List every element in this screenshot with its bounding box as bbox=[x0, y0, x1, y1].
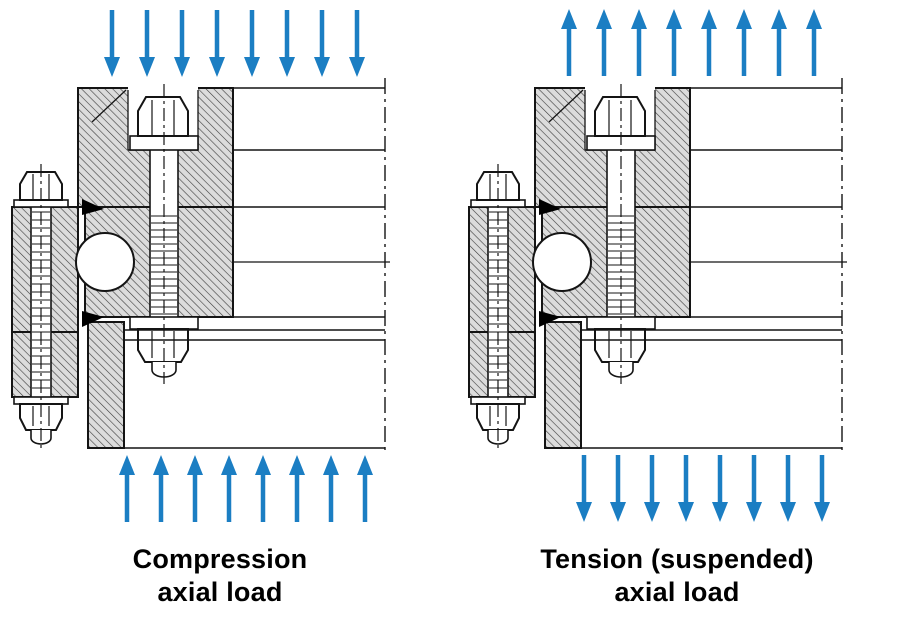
load-arrow bbox=[209, 10, 225, 77]
load-arrow bbox=[814, 455, 830, 522]
load-arrow bbox=[221, 455, 237, 522]
load-arrow bbox=[279, 10, 295, 77]
tension-load-figure: Tension (suspended) axial load bbox=[457, 0, 897, 609]
load-arrow bbox=[314, 10, 330, 77]
caption-line-2: axial load bbox=[614, 576, 740, 607]
load-arrow bbox=[289, 455, 305, 522]
compression-caption: Compression axial load bbox=[133, 543, 308, 609]
load-arrow bbox=[746, 455, 762, 522]
tension-bottom-arrows-down bbox=[576, 455, 830, 522]
tension-top-arrows-up bbox=[561, 9, 822, 76]
load-arrow bbox=[771, 9, 787, 76]
load-arrow bbox=[244, 10, 260, 77]
load-arrow bbox=[610, 455, 626, 522]
compression-diagram bbox=[11, 0, 391, 535]
load-arrow bbox=[666, 9, 682, 76]
load-arrow bbox=[104, 10, 120, 77]
load-arrow bbox=[576, 455, 592, 522]
load-arrow bbox=[174, 10, 190, 77]
load-arrow bbox=[255, 455, 271, 522]
load-arrow bbox=[631, 9, 647, 76]
load-arrow bbox=[678, 455, 694, 522]
caption-line-1: Tension (suspended) bbox=[540, 544, 814, 574]
load-arrow bbox=[139, 10, 155, 77]
caption-line-1: Compression bbox=[132, 544, 308, 574]
load-arrow bbox=[357, 455, 373, 522]
caption-line-2: axial load bbox=[157, 576, 283, 607]
load-arrow bbox=[806, 9, 822, 76]
compression-bottom-arrows-up bbox=[119, 455, 373, 522]
bearing-cross-section bbox=[11, 77, 391, 456]
load-arrow bbox=[187, 455, 203, 522]
compression-load-figure: Compression axial load bbox=[0, 0, 440, 609]
load-arrow bbox=[349, 10, 365, 77]
load-arrow bbox=[119, 455, 135, 522]
load-arrow bbox=[644, 455, 660, 522]
load-arrow bbox=[712, 455, 728, 522]
load-arrow bbox=[736, 9, 752, 76]
load-arrow bbox=[153, 455, 169, 522]
load-arrow bbox=[701, 9, 717, 76]
load-arrow bbox=[780, 455, 796, 522]
compression-top-arrows-down bbox=[104, 10, 365, 77]
load-arrow bbox=[323, 455, 339, 522]
tension-caption: Tension (suspended) axial load bbox=[540, 543, 813, 609]
bearing-cross-section bbox=[468, 77, 848, 456]
tension-diagram bbox=[468, 0, 848, 535]
load-arrow bbox=[596, 9, 612, 76]
load-arrow bbox=[561, 9, 577, 76]
